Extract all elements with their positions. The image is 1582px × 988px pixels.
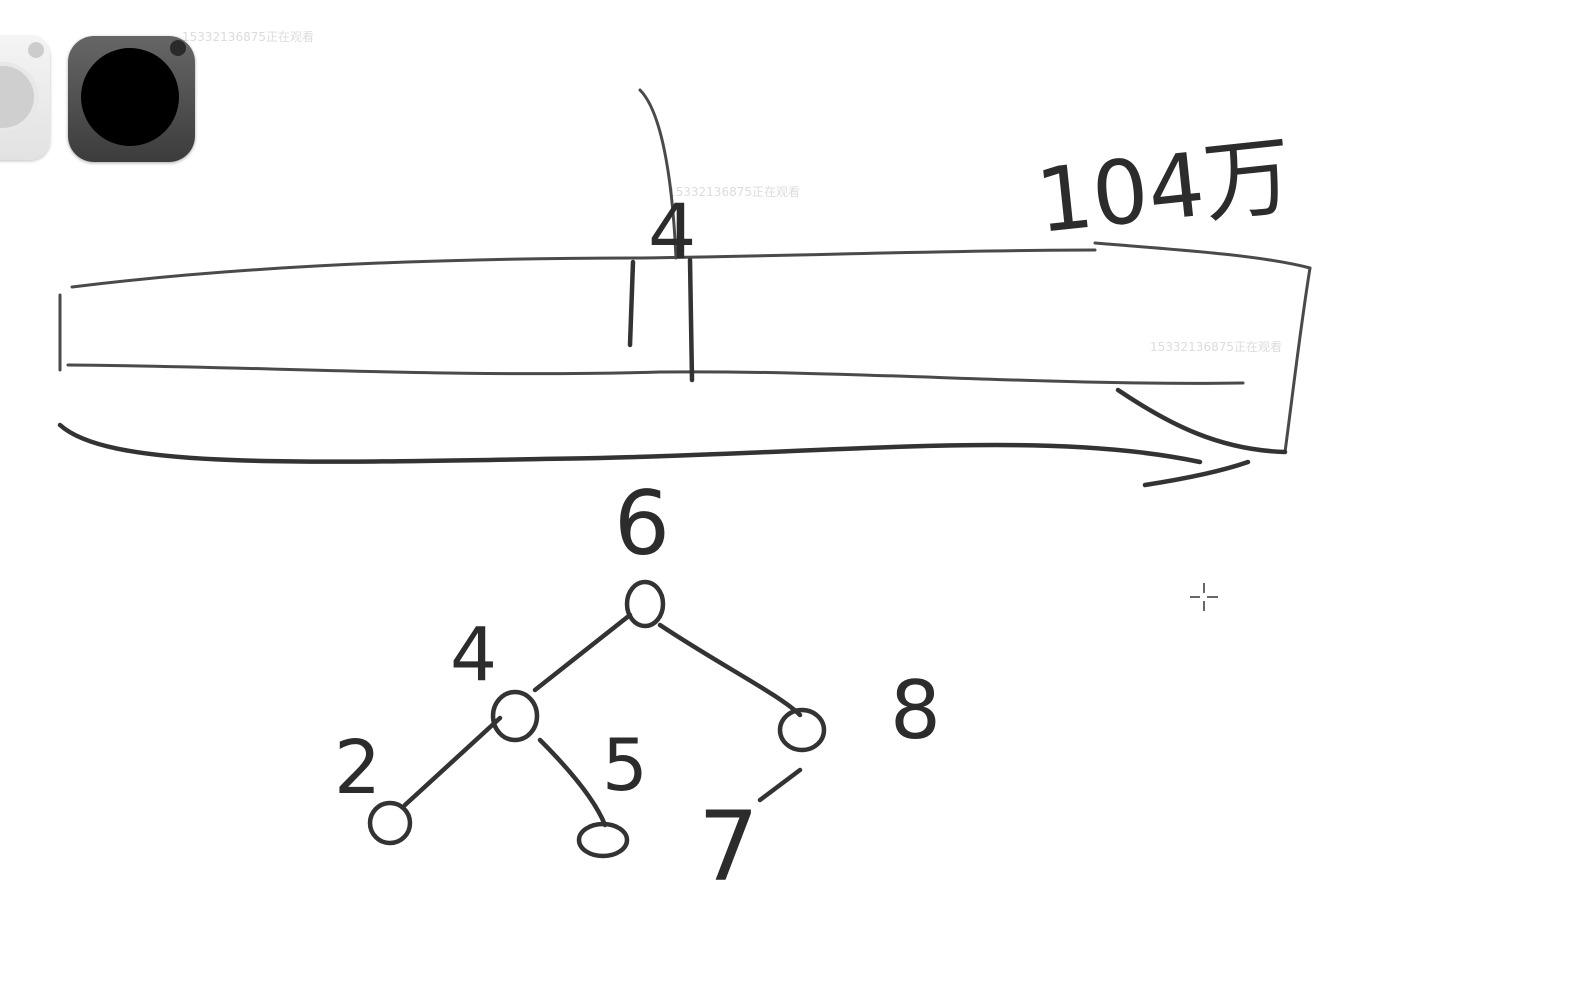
- array-right-edge: [1283, 266, 1312, 454]
- edge-left-leftright: [537, 737, 608, 828]
- tree-node-label: 5: [602, 723, 648, 807]
- tree-node-label: 7: [698, 791, 759, 903]
- edge-root-right: [657, 622, 803, 718]
- pointer-label: 4: [648, 187, 696, 276]
- crosshair-cursor-icon: [1190, 583, 1218, 611]
- tree-node-label: 8: [890, 664, 941, 757]
- array-band-sketch: [57, 241, 1312, 488]
- node-right-circle: [777, 707, 827, 753]
- node-left-circle: [490, 689, 540, 743]
- tree-labels: 6 4 8 2 5 7 4 104万: [334, 124, 1297, 903]
- array-middle-line: [66, 363, 1245, 385]
- pointer-curve: [638, 88, 678, 260]
- pointer-mark-sketch: [627, 88, 695, 383]
- pointer-tick-right: [687, 257, 695, 383]
- edge-left-leftleft: [402, 715, 503, 808]
- node-root-circle: [624, 579, 666, 629]
- node-leftright-circle: [576, 821, 630, 859]
- light-gray-color-swatch[interactable]: [0, 36, 50, 160]
- edge-root-left: [532, 612, 633, 693]
- size-annotation: 104万: [1031, 124, 1296, 253]
- edge-stub-right: [757, 767, 803, 803]
- black-color-swatch[interactable]: [68, 36, 195, 162]
- array-top-line: [70, 248, 1097, 289]
- arrow-head: [1115, 387, 1288, 488]
- array-bottom-line: [57, 422, 1203, 465]
- swatch-knob: [170, 40, 186, 56]
- tree-node-label: 6: [614, 472, 670, 575]
- array-top-right-line: [1093, 241, 1312, 270]
- tree-nodes: [367, 579, 827, 859]
- black-dot: [81, 48, 179, 146]
- tree-node-label: 4: [450, 612, 497, 698]
- pointer-tick-left: [627, 259, 636, 348]
- node-leftleft-circle: [367, 800, 413, 846]
- swatch-knob: [28, 42, 44, 58]
- tree-edges: [402, 612, 803, 828]
- tree-node-label: 2: [334, 725, 381, 811]
